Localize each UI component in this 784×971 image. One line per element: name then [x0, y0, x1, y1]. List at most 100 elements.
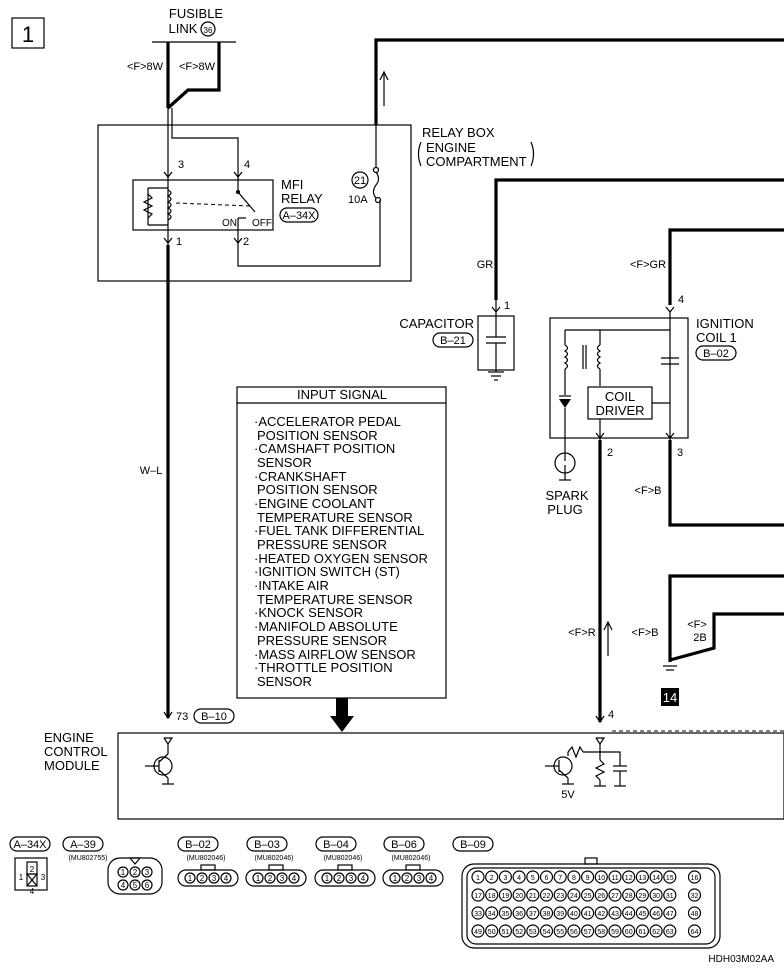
- connector-b09-pin-ring: [594, 888, 608, 902]
- relay-on-label: ON: [222, 218, 237, 229]
- wire-f-2b-bottom: 2B: [693, 632, 706, 644]
- connector-b09-pin: 23: [556, 893, 564, 900]
- connector-b09-pin-ring: [526, 888, 540, 902]
- connector-b06-pin-ring: [401, 872, 413, 884]
- connector-b09-pin: 7: [558, 875, 562, 882]
- input-signal-item: POSITION SENSOR: [257, 482, 378, 497]
- relay-box-label-3: COMPARTMENT: [426, 154, 527, 169]
- connector-b06-pin: 2: [405, 874, 410, 883]
- connector-b09-pin-ring: [663, 906, 677, 920]
- connector-b09-pin-ring: [663, 924, 677, 938]
- connector-b06-pin: 3: [417, 874, 422, 883]
- ignition-coil-pin4-arrow: [665, 306, 675, 313]
- ignition-coil-feed-wire: [668, 228, 784, 305]
- connector-b09-pin: 45: [639, 911, 647, 918]
- relay-pin-4: 4: [244, 159, 250, 171]
- connector-b09-pin-ring: [580, 924, 595, 938]
- connector-a39-pin: 5: [133, 881, 138, 890]
- connector-b09-pin: 21: [529, 893, 537, 900]
- connector-b09-pin-ring: [635, 888, 650, 902]
- connector-b09-pin: 59: [611, 929, 619, 936]
- ignition-coil-primary-feed: [599, 329, 670, 345]
- ecm-outline: [117, 732, 784, 820]
- wire-f-r-label: <F>R: [568, 627, 596, 639]
- connector-b09-pin: 58: [597, 929, 605, 936]
- connector-b09-pin-ring: [485, 870, 499, 884]
- connector-b09-pin: 63: [666, 929, 674, 936]
- ignition-coil-primary-winding: [596, 344, 602, 370]
- fusible-link-number-circle: [200, 21, 216, 37]
- wire-right-feed-label: <F>8W: [179, 61, 216, 73]
- connector-a34x-diode-mark: [26, 873, 38, 887]
- connector-b04-pin-ring: [357, 872, 369, 884]
- connector-b04-pin: 4: [361, 874, 366, 883]
- connector-b09-inner: [466, 867, 716, 945]
- capacitor-label: CAPACITOR: [399, 316, 474, 331]
- connector-b02-pin-ring: [196, 872, 208, 884]
- ecm-pin73-arrow: [163, 711, 173, 720]
- input-signal-arrow-shaft: [336, 698, 348, 718]
- connector-b09-pin: 14: [652, 875, 660, 882]
- connector-b04-pin-ring: [345, 872, 357, 884]
- relay-pin-1: 1: [176, 236, 182, 248]
- connector-b09-pin-ring: [622, 888, 636, 902]
- ecm-right-cap-lead: [600, 751, 621, 766]
- connector-a39-key: [128, 857, 142, 865]
- connector-b09-pin-ring: [498, 870, 512, 884]
- connector-b09-pin-ring: [471, 924, 485, 938]
- connector-b09-pin-ring: [498, 906, 512, 920]
- connector-legend: A–34X 2 4 1 3 A–39 (MU802755) 1 2 3 4 5 …: [9, 836, 721, 949]
- connector-b09-pin: 60: [625, 929, 633, 936]
- relay-pin1-arrow: [163, 237, 173, 244]
- connector-b04-pin-ring: [321, 872, 333, 884]
- connector-a39-pin-ring: [129, 879, 141, 891]
- connector-b09-pin-ring: [622, 906, 636, 920]
- fuse-number-circle: [351, 171, 369, 189]
- connector-b09-pin-ring: [498, 924, 512, 938]
- connector-b09-pin: 29: [639, 893, 647, 900]
- connector-b09-pin: 37: [529, 911, 537, 918]
- connector-b09-pin-ring: [567, 924, 581, 938]
- connector-a39-pin: 6: [145, 881, 150, 890]
- connector-b09-pin: 10: [597, 875, 605, 882]
- mfi-relay-label-1: MFI: [281, 177, 303, 192]
- connector-b09-pin-ring: [553, 906, 567, 920]
- connector-b09-pin-ring: [567, 906, 581, 920]
- relay-box-outline: [97, 124, 412, 282]
- ecm-connector-badge: [193, 708, 235, 724]
- ecm-left-transistor-emitter: [158, 769, 169, 779]
- connector-b02-key: [200, 864, 216, 871]
- connector-b09-pin-ring: [608, 906, 622, 920]
- connector-b09-pin: 34: [488, 911, 496, 918]
- ignition-coil-pin3-arrow: [665, 432, 675, 439]
- connector-b09-pin-ring: [608, 870, 622, 884]
- connector-b09-badge: [452, 836, 494, 852]
- connector-b09-pin: 18: [488, 893, 496, 900]
- ignition-coil-label-2: COIL 1: [696, 330, 737, 345]
- ignition-coil-diode: [559, 399, 571, 408]
- fuse-rating: 10A: [348, 194, 368, 206]
- connector-b04-code: B–04: [323, 839, 349, 851]
- spark-plug-label-2: PLUG: [547, 502, 582, 517]
- mfi-relay-connector-badge: [279, 207, 319, 223]
- connector-b09-pin-ring: [512, 924, 526, 938]
- connector-b09-pin: 35: [502, 911, 510, 918]
- connector-b09-pin-ring: [485, 924, 499, 938]
- connector-b03-key: [268, 864, 284, 871]
- connector-b02-badge: [177, 836, 219, 852]
- connector-a34x-pin: 2: [30, 865, 35, 874]
- connector-b09-pin-ring: [622, 870, 636, 884]
- input-signal-item: ·IGNITION SWITCH (ST): [254, 564, 400, 579]
- connector-b09-key: [584, 857, 598, 865]
- connector-b09-pin: 9: [586, 875, 590, 882]
- connector-b09-pin-ring: [567, 870, 581, 884]
- relay-pin2-arrow: [233, 237, 243, 244]
- connector-b03-pin: 3: [280, 874, 285, 883]
- connector-a34x-pin-box: [26, 873, 38, 887]
- connector-b02-part: (MU802046): [187, 855, 226, 862]
- relay-box-paren-left: [417, 141, 422, 167]
- connector-b09-pin: 16: [691, 875, 699, 882]
- fusible-link-feed-right: [166, 42, 221, 110]
- connector-b09-pin-ring: [594, 870, 608, 884]
- relay-pin4-arrow: [233, 171, 243, 178]
